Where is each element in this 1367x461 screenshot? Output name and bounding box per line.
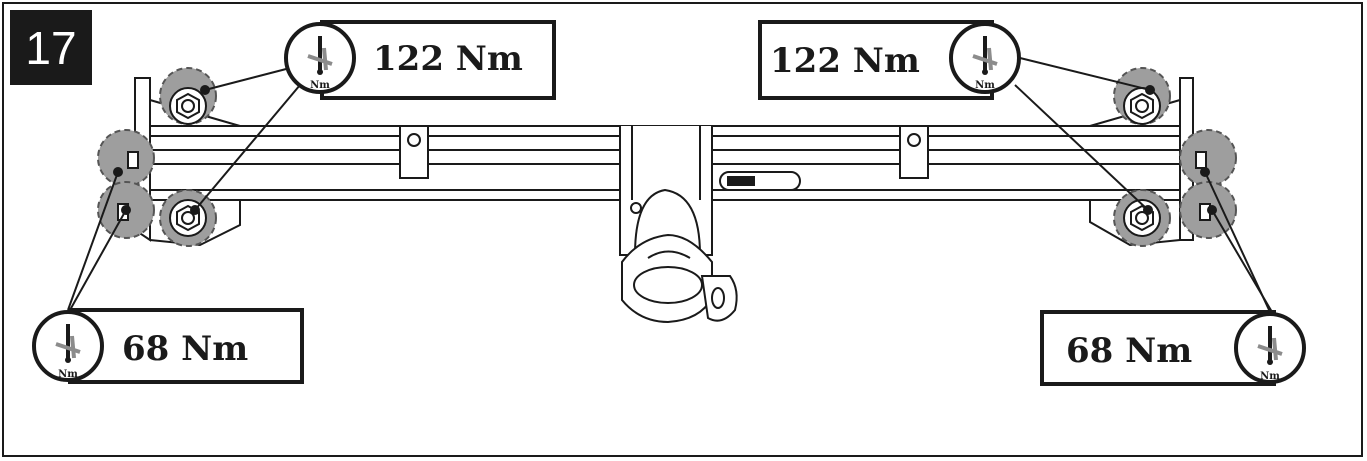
torque-value: 68 Nm — [1066, 331, 1192, 371]
torque-callout-top-right: Nm 122 Nm — [758, 20, 1021, 100]
torque-callout-bottom-right: Nm 68 Nm — [1040, 310, 1306, 386]
leader-lines — [67, 57, 1273, 313]
torque-value: 122 Nm — [373, 39, 523, 79]
unit-label: Nm — [58, 369, 78, 380]
unit-label: Nm — [975, 80, 995, 91]
step-number-badge: 17 — [10, 10, 92, 85]
tow-bar — [134, 77, 1194, 324]
torque-callout-top-left: Nm 122 Nm — [284, 20, 556, 100]
unit-label: Nm — [310, 80, 330, 91]
torque-value: 68 Nm — [122, 329, 248, 369]
torque-callout-bottom-left: Nm 68 Nm — [32, 308, 304, 384]
torque-value: 122 Nm — [770, 41, 920, 81]
unit-label: Nm — [1260, 371, 1280, 382]
